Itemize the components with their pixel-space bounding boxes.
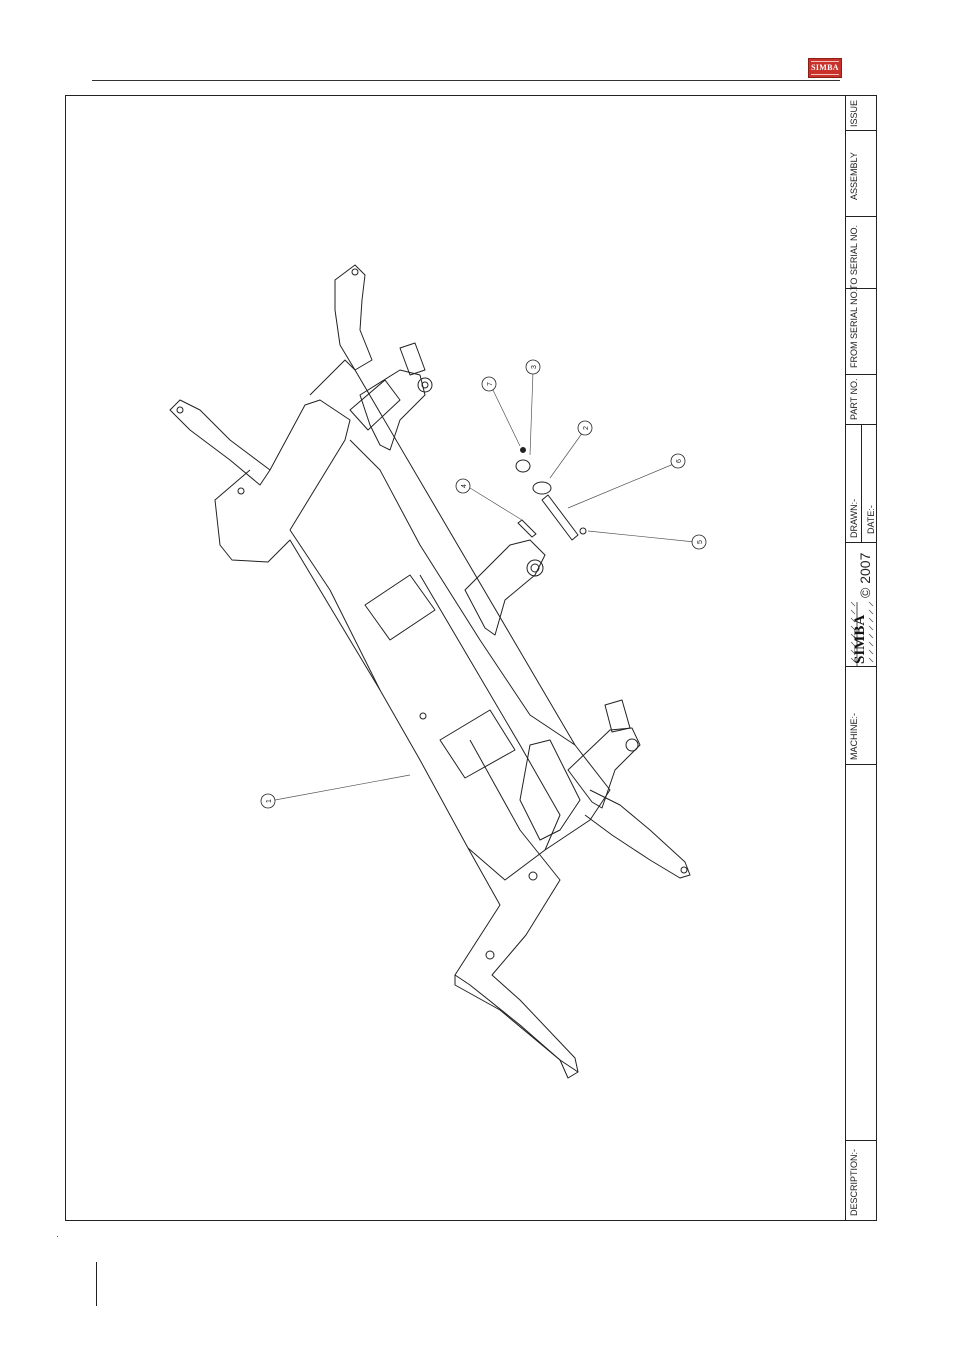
date-label: DATE:- bbox=[866, 505, 876, 534]
title-block-inner-rule bbox=[861, 424, 862, 542]
callout-6: 6 bbox=[671, 454, 685, 468]
assembly-label: ASSEMBLY bbox=[849, 152, 859, 200]
svg-text:6: 6 bbox=[676, 459, 683, 463]
from-serial-label: FROM SERIAL NO. bbox=[849, 289, 859, 368]
upper-rocker bbox=[360, 370, 425, 450]
page-dot bbox=[57, 1236, 58, 1237]
title-block-rule bbox=[845, 542, 877, 543]
title-block-rule bbox=[845, 130, 877, 131]
middle-rocker bbox=[465, 540, 545, 635]
brand-logo-text: SIMBA bbox=[809, 63, 841, 72]
top-bracket bbox=[335, 265, 372, 370]
copyright-text: © 2007 bbox=[857, 553, 873, 598]
left-arm bbox=[170, 400, 270, 485]
exploded-assembly-drawing: 1 2 3 4 5 6 7 bbox=[66, 96, 844, 1220]
svg-text:7: 7 bbox=[487, 382, 494, 386]
title-block-rule bbox=[845, 216, 877, 217]
cross-member-1 bbox=[365, 575, 435, 640]
svg-text:2: 2 bbox=[583, 426, 590, 430]
simba-logo-text: SIMBA bbox=[852, 615, 869, 664]
chassis-lower-beam bbox=[420, 575, 560, 850]
cross-member-2 bbox=[440, 710, 515, 778]
svg-text:3: 3 bbox=[531, 365, 538, 369]
machine-label: MACHINE:- bbox=[849, 713, 859, 760]
issue-label: ISSUE bbox=[849, 100, 859, 127]
description-label: DESCRIPTION:- bbox=[849, 1149, 859, 1216]
brand-logo: SIMBA bbox=[808, 58, 842, 78]
pin-shaft bbox=[542, 495, 578, 540]
part-no-label: PART NO. bbox=[849, 378, 859, 420]
chassis-left-rail bbox=[215, 470, 578, 1078]
callout-5: 5 bbox=[692, 535, 706, 549]
to-serial-label: TO SERIAL NO. bbox=[849, 225, 859, 290]
chassis-inner-beam bbox=[290, 530, 380, 690]
chassis-main-beam bbox=[310, 360, 610, 880]
callout-3: 3 bbox=[526, 360, 540, 374]
title-block-rule bbox=[845, 764, 877, 765]
callout-4: 4 bbox=[456, 479, 470, 493]
svg-text:5: 5 bbox=[697, 540, 704, 544]
title-block-divider bbox=[845, 95, 846, 1221]
svg-text:4: 4 bbox=[461, 484, 468, 488]
drawn-label: DRAWN:- bbox=[849, 499, 859, 538]
callout-1: 1 bbox=[261, 794, 275, 808]
svg-text:1: 1 bbox=[266, 799, 273, 803]
title-block-rule bbox=[845, 374, 877, 375]
slot-plate bbox=[520, 740, 580, 840]
callout-7: 7 bbox=[482, 377, 496, 391]
callout-2: 2 bbox=[578, 421, 592, 435]
title-block-rule bbox=[845, 1140, 877, 1141]
header-rule bbox=[92, 80, 840, 81]
chassis-top-edge bbox=[270, 400, 350, 530]
footer-tick bbox=[96, 1262, 97, 1306]
